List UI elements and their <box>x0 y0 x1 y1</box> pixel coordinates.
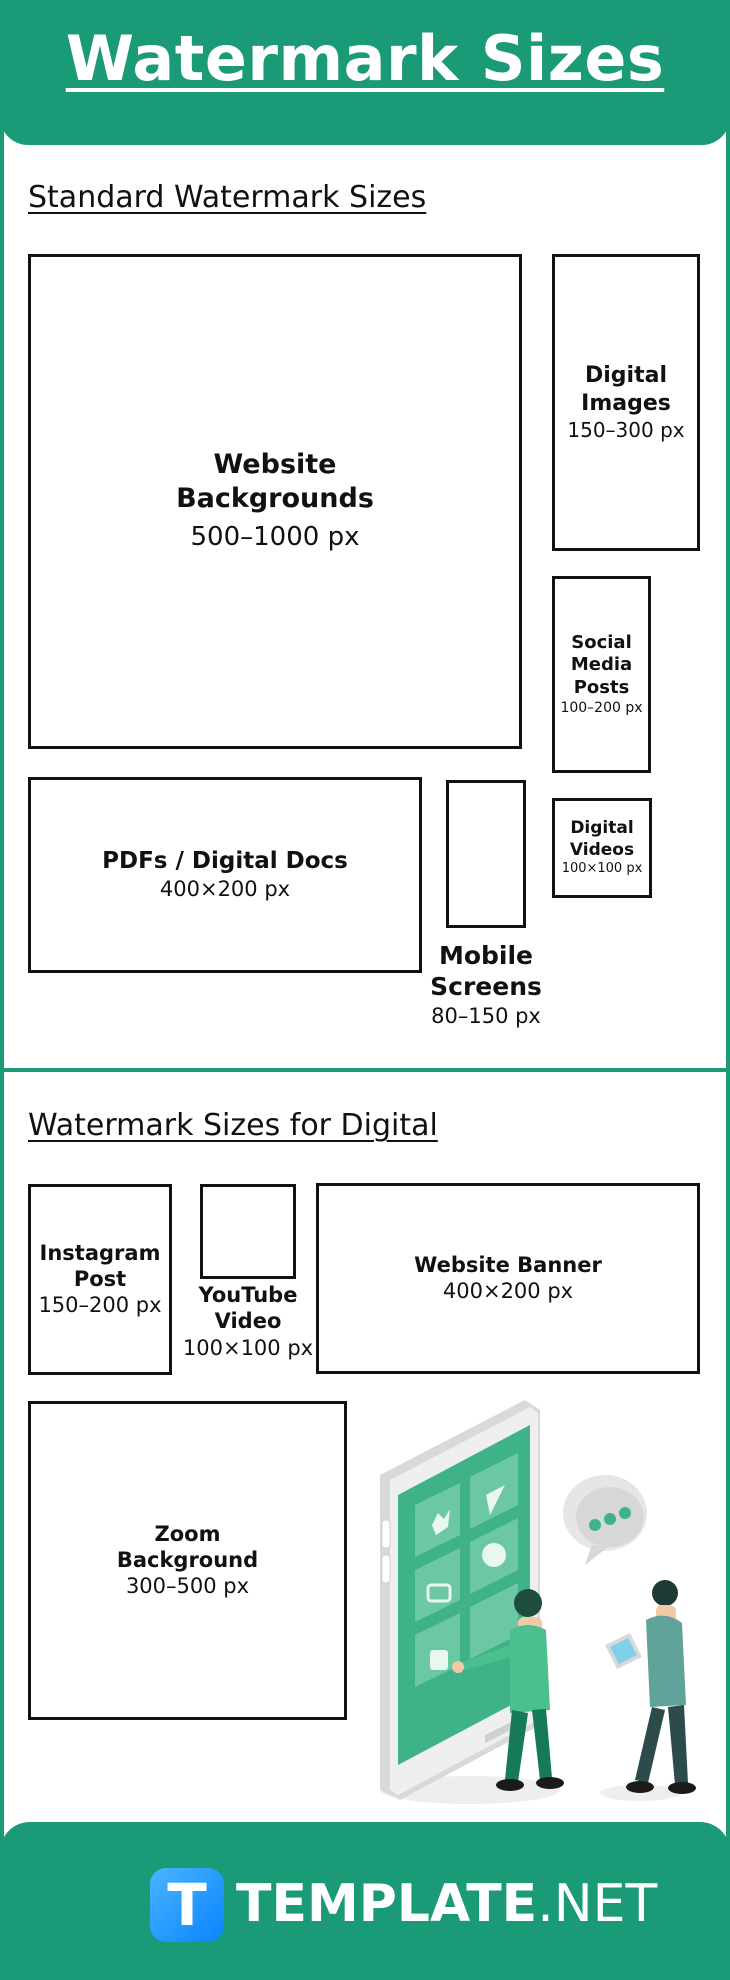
box-label: Posts <box>573 676 630 698</box>
box-social-media-posts: Social Media Posts 100–200 px <box>552 576 651 773</box>
box-label: Website Banner <box>414 1252 602 1277</box>
brand-bold: TEMPLATE <box>236 1874 538 1934</box>
logo-letter: T <box>167 1871 207 1939</box>
caption-label: Mobile <box>438 941 534 970</box>
box-label: Media <box>570 654 633 676</box>
box-zoom-background: Zoom Background 300–500 px <box>28 1401 347 1720</box>
box-label: Social <box>571 631 632 653</box>
box-size: 500–1000 px <box>190 522 360 553</box>
box-digital-videos: Digital Videos 100×100 px <box>552 798 652 898</box>
box-label: Images <box>581 390 671 416</box>
youtube-video-caption: YouTube Video 100×100 px <box>178 1282 318 1362</box>
box-size: 400×200 px <box>159 876 291 901</box>
page-title: Watermark Sizes <box>65 22 665 95</box>
box-label: Videos <box>569 839 635 860</box>
box-size: 150–200 px <box>38 1293 162 1318</box>
box-website-backgrounds: Website Backgrounds 500–1000 px <box>28 254 522 749</box>
box-website-banner: Website Banner 400×200 px <box>316 1183 700 1374</box>
box-label: Zoom <box>154 1521 221 1546</box>
caption-label: Video <box>214 1309 282 1334</box>
box-label: PDFs / Digital Docs <box>102 847 348 874</box>
template-logo-icon[interactable]: T <box>150 1868 224 1942</box>
box-digital-images: Digital Images 150–300 px <box>552 254 700 551</box>
box-label: Digital <box>585 363 667 388</box>
box-size: 300–500 px <box>125 1574 250 1599</box>
caption-label: Screens <box>430 972 542 1002</box>
box-instagram-post: Instagram Post 150–200 px <box>28 1184 172 1375</box>
box-pdfs-digital-docs: PDFs / Digital Docs 400×200 px <box>28 777 422 973</box>
footer-banner <box>0 1822 730 1980</box>
box-youtube-video <box>200 1184 296 1279</box>
caption-size: 100×100 px <box>182 1335 314 1360</box>
box-label: Digital <box>570 818 634 839</box>
brand-wordmark[interactable]: TEMPLATE.NET <box>236 1872 657 1936</box>
box-label: Instagram <box>39 1240 161 1265</box>
box-mobile-screens <box>446 780 526 928</box>
box-size: 400×200 px <box>442 1278 574 1303</box>
box-label: Background <box>116 1547 259 1572</box>
box-size: 100×100 px <box>561 860 643 876</box>
mobile-screens-caption: Mobile Screens 80–150 px <box>416 940 556 1030</box>
caption-size: 80–150 px <box>431 1003 541 1028</box>
box-size: 100–200 px <box>560 700 643 717</box>
section-heading-standard: Standard Watermark Sizes <box>28 180 427 215</box>
box-label: Post <box>73 1266 127 1291</box>
brand-suffix: .NET <box>537 1874 658 1934</box>
box-size: 150–300 px <box>567 418 685 442</box>
section-heading-digital: Watermark Sizes for Digital <box>28 1108 438 1143</box>
box-label: Website <box>213 448 337 480</box>
header-banner: Watermark Sizes <box>0 0 730 145</box>
section-divider <box>0 1068 730 1072</box>
box-label: Backgrounds <box>176 482 374 514</box>
people-with-smartphone-illustration <box>380 1400 696 1804</box>
caption-label: YouTube <box>198 1283 298 1307</box>
